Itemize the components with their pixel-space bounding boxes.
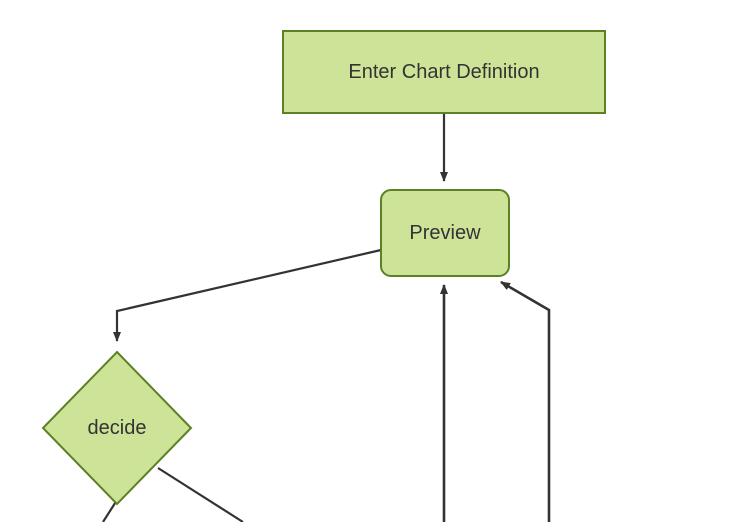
node-layer (41, 30, 606, 506)
node-enter-chart-definition[interactable] (282, 30, 606, 114)
edge-layer (102, 113, 551, 522)
edge-preview-to-decide (113, 248, 382, 342)
edge-decide-to-offscreen-right (157, 467, 244, 522)
edge-bottom-right-to-preview (500, 280, 551, 522)
node-decide[interactable] (41, 350, 193, 506)
edge-decide-to-offscreen-left (102, 499, 118, 522)
node-preview[interactable] (380, 189, 510, 277)
